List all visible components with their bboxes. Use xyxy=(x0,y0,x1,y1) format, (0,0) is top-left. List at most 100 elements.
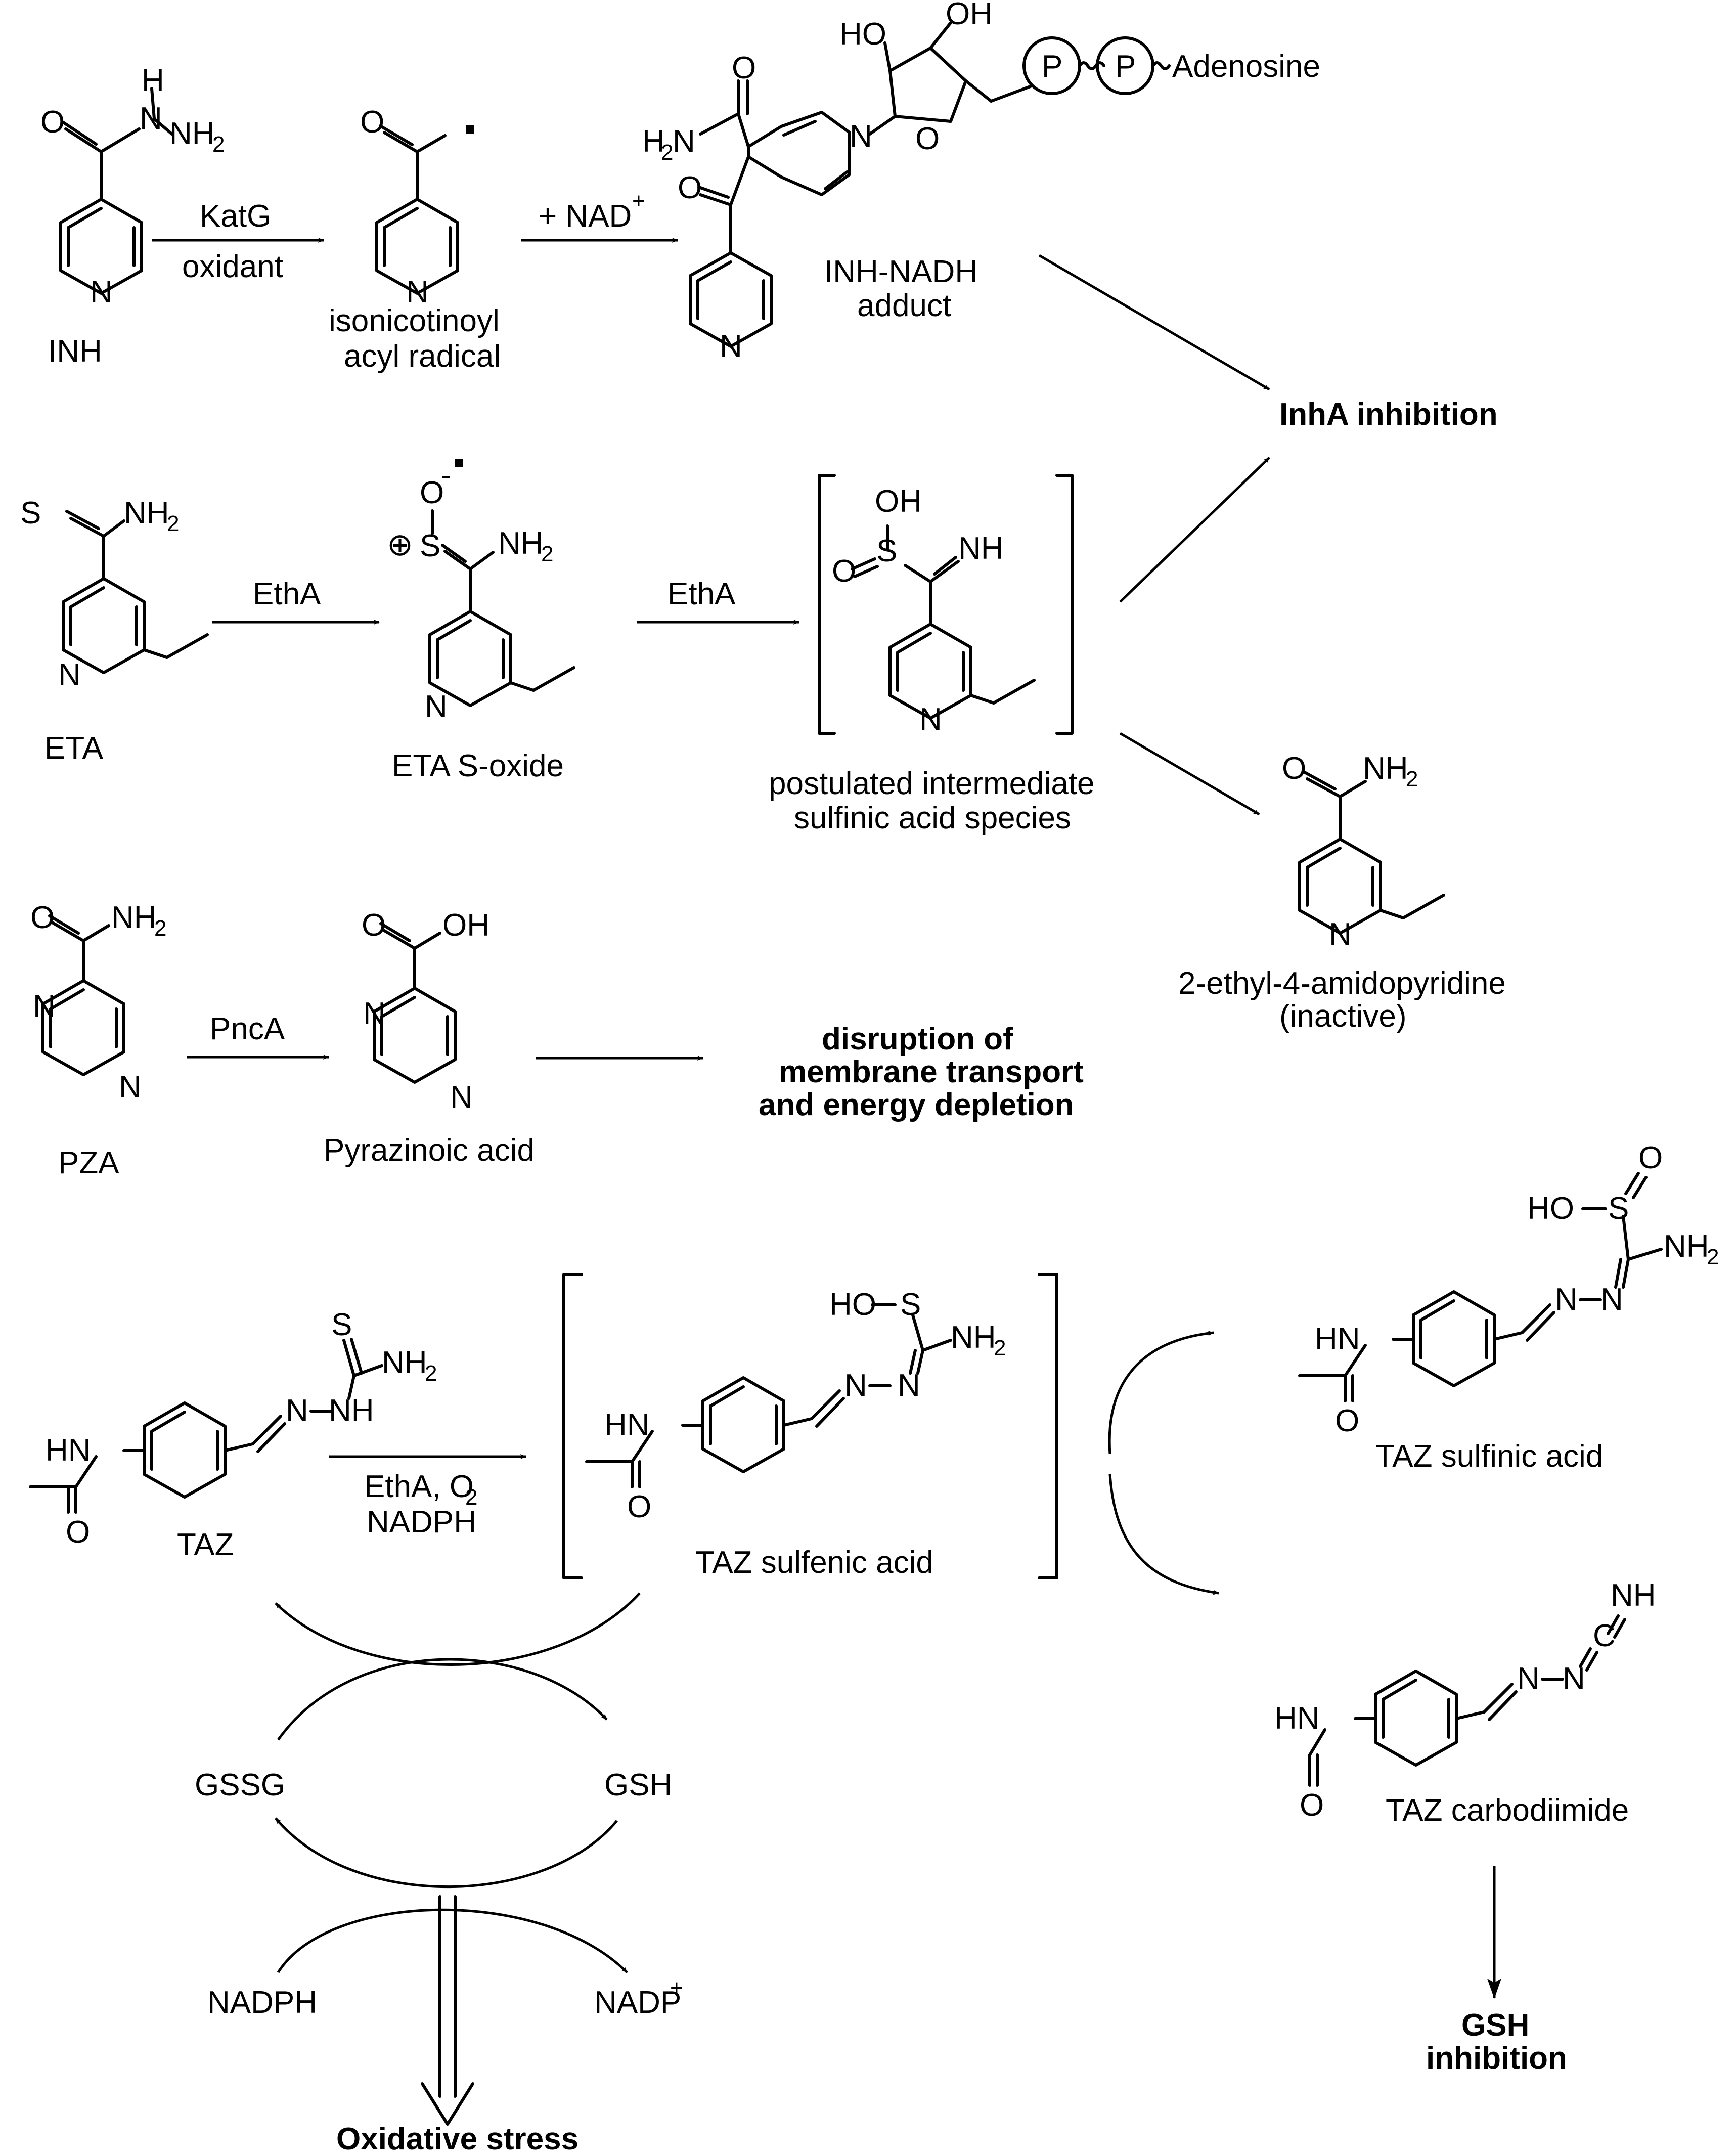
to-sulfinic-arrow xyxy=(1108,1331,1214,1455)
carbodiimide-o: O xyxy=(1300,1788,1324,1823)
ethyl-amidopyridine-molecule: N O NH 2 xyxy=(1282,751,1445,952)
pza-outcome-1: disruption of xyxy=(822,1022,1013,1057)
sulfinic-hn: HN xyxy=(1315,1322,1360,1356)
sulfenic-nh2: NH xyxy=(951,1320,996,1355)
pza-n2: N xyxy=(119,1070,142,1105)
inh-nh-n: N xyxy=(140,101,162,136)
radical-label-1: isonicotinoyl xyxy=(329,303,500,338)
radical-dot xyxy=(466,125,474,134)
taz-label: TAZ xyxy=(177,1527,234,1562)
nadp-sup: + xyxy=(670,1975,683,2000)
adduct-ribose-o: O xyxy=(915,121,940,156)
amide-product-label-1: 2-ethyl-4-amidopyridine xyxy=(1178,966,1506,1001)
amide-product-nh2: NH xyxy=(1363,751,1408,786)
carbodiimide-n2: N xyxy=(1563,1661,1585,1696)
sulfinic-o: O xyxy=(1335,1403,1359,1438)
taz-sulfinic-molecule: HN O N N HO S O NH 2 xyxy=(1298,1140,1719,1438)
soxide-label: ETA S-oxide xyxy=(392,749,564,783)
nadph-to-nadp-arrow xyxy=(277,1908,628,1973)
amide-product-o: O xyxy=(1282,751,1306,786)
pza-n1: N xyxy=(33,989,56,1024)
inh-o: O xyxy=(40,105,65,140)
soxide-nh2-sub: 2 xyxy=(541,542,553,566)
to-carbodiimide-arrow xyxy=(1108,1474,1219,1595)
taz-o: O xyxy=(66,1515,90,1550)
gssg-label: GSSG xyxy=(195,1768,285,1803)
pza-nh2: NH xyxy=(111,900,157,935)
pza-o: O xyxy=(30,900,55,935)
soxide-plus: ⊕ xyxy=(387,528,413,562)
amide-product-label-2: (inactive) xyxy=(1279,999,1407,1034)
sulfenic-label: TAZ sulfenic acid xyxy=(695,1545,933,1580)
adduct-pyridine-n: N xyxy=(720,329,742,364)
eta-nh2: NH xyxy=(124,496,169,531)
phosphate-1-label: P xyxy=(1042,49,1062,84)
radical-n: N xyxy=(406,275,429,310)
gssg-to-gsh-arrow xyxy=(277,1658,608,1741)
soxide-nh2: NH xyxy=(498,526,544,561)
adduct-ketone-o: O xyxy=(678,170,702,205)
pza-outcome-3: and energy depletion xyxy=(759,1087,1074,1122)
sulfenic-hn: HN xyxy=(604,1408,650,1442)
pnca-label: PncA xyxy=(210,1012,285,1046)
adduct-amide-h-sub: 2 xyxy=(661,140,673,165)
adduct-ring-n: N xyxy=(850,119,872,154)
intermediate-to-inha-arrow xyxy=(1119,457,1270,603)
carbodiimide-c: C xyxy=(1593,1618,1616,1653)
nad-label: + NAD xyxy=(539,199,632,234)
inh-nh2-sub: 2 xyxy=(212,132,225,157)
taz-carbodiimide-molecule: HN O N N C NH xyxy=(1274,1578,1656,1823)
inh-nadh-adduct-molecule: O H 2 N N O N O HO OH P P Adenosine xyxy=(642,0,1320,364)
pza-outcome-2: membrane transport xyxy=(779,1055,1084,1089)
adduct-amide-h: H xyxy=(642,124,665,159)
etha-label-2: EthA xyxy=(667,577,736,611)
pyrazinoic-acid-molecule: N N O OH xyxy=(362,908,489,1115)
adduct-label-1: INH-NADH xyxy=(824,254,977,289)
sulfinic-ho: HO xyxy=(1527,1191,1574,1226)
soxide-n: N xyxy=(425,689,448,724)
taz-nh2: NH xyxy=(382,1345,427,1380)
adenosine-label: Adenosine xyxy=(1172,49,1320,84)
sulfenic-o: O xyxy=(627,1489,651,1524)
soxide-radical-dot xyxy=(455,459,463,467)
taz-sulfenic-molecule: HN O N N HO S NH 2 xyxy=(562,1273,1058,1579)
intermediate-n: N xyxy=(919,702,942,737)
sulfenic-n1: N xyxy=(844,1368,867,1403)
eta-nh2-sub: 2 xyxy=(167,511,179,536)
intermediate-s: S xyxy=(876,534,897,568)
gsh-label: GSH xyxy=(604,1768,672,1803)
katg-label: KatG xyxy=(200,199,271,234)
soxide-s: S xyxy=(420,529,440,563)
pyrazinoic-n1: N xyxy=(363,996,386,1031)
pyrazinoic-label: Pyrazinoic acid xyxy=(324,1133,535,1168)
inh-label: INH xyxy=(48,334,102,369)
intermediate-oh: OH xyxy=(875,484,922,519)
pza-molecule: N N O NH 2 xyxy=(30,900,166,1105)
gsh-inhibition-2: inhibition xyxy=(1426,2041,1567,2076)
oxidative-stress-arrow xyxy=(421,1895,474,2126)
eta-s: S xyxy=(20,496,41,531)
pza-nh2-sub: 2 xyxy=(154,916,166,941)
adduct-amide-o: O xyxy=(732,51,756,85)
intermediate-label-2: sulfinic acid species xyxy=(794,801,1071,836)
radical-label-2: acyl radical xyxy=(344,339,501,374)
nadp-label: NADP xyxy=(594,1985,681,2020)
sulfenic-s: S xyxy=(900,1287,921,1322)
sulfinic-label: TAZ sulfinic acid xyxy=(1375,1439,1603,1474)
soxide-o: O xyxy=(420,475,444,510)
gsh-inhibition-1: GSH xyxy=(1461,2008,1529,2043)
taz-molecule: HN O N NH S NH 2 xyxy=(29,1307,437,1550)
taz-hn: HN xyxy=(46,1433,91,1468)
eta-n: N xyxy=(58,657,81,692)
oxidant-label: oxidant xyxy=(182,249,283,284)
carbodiimide-nh: NH xyxy=(1611,1578,1656,1613)
sulfinic-nh2: NH xyxy=(1664,1229,1709,1264)
acyl-radical-molecule: N O xyxy=(360,105,474,310)
adduct-ho: HO xyxy=(839,17,886,52)
sulfinic-intermediate: N S OH O NH xyxy=(818,474,1074,737)
taz-nh2-sub: 2 xyxy=(425,1361,437,1386)
taz-nh: NH xyxy=(329,1393,374,1428)
pza-label: PZA xyxy=(58,1146,119,1180)
phosphate-2-label: P xyxy=(1115,49,1136,84)
